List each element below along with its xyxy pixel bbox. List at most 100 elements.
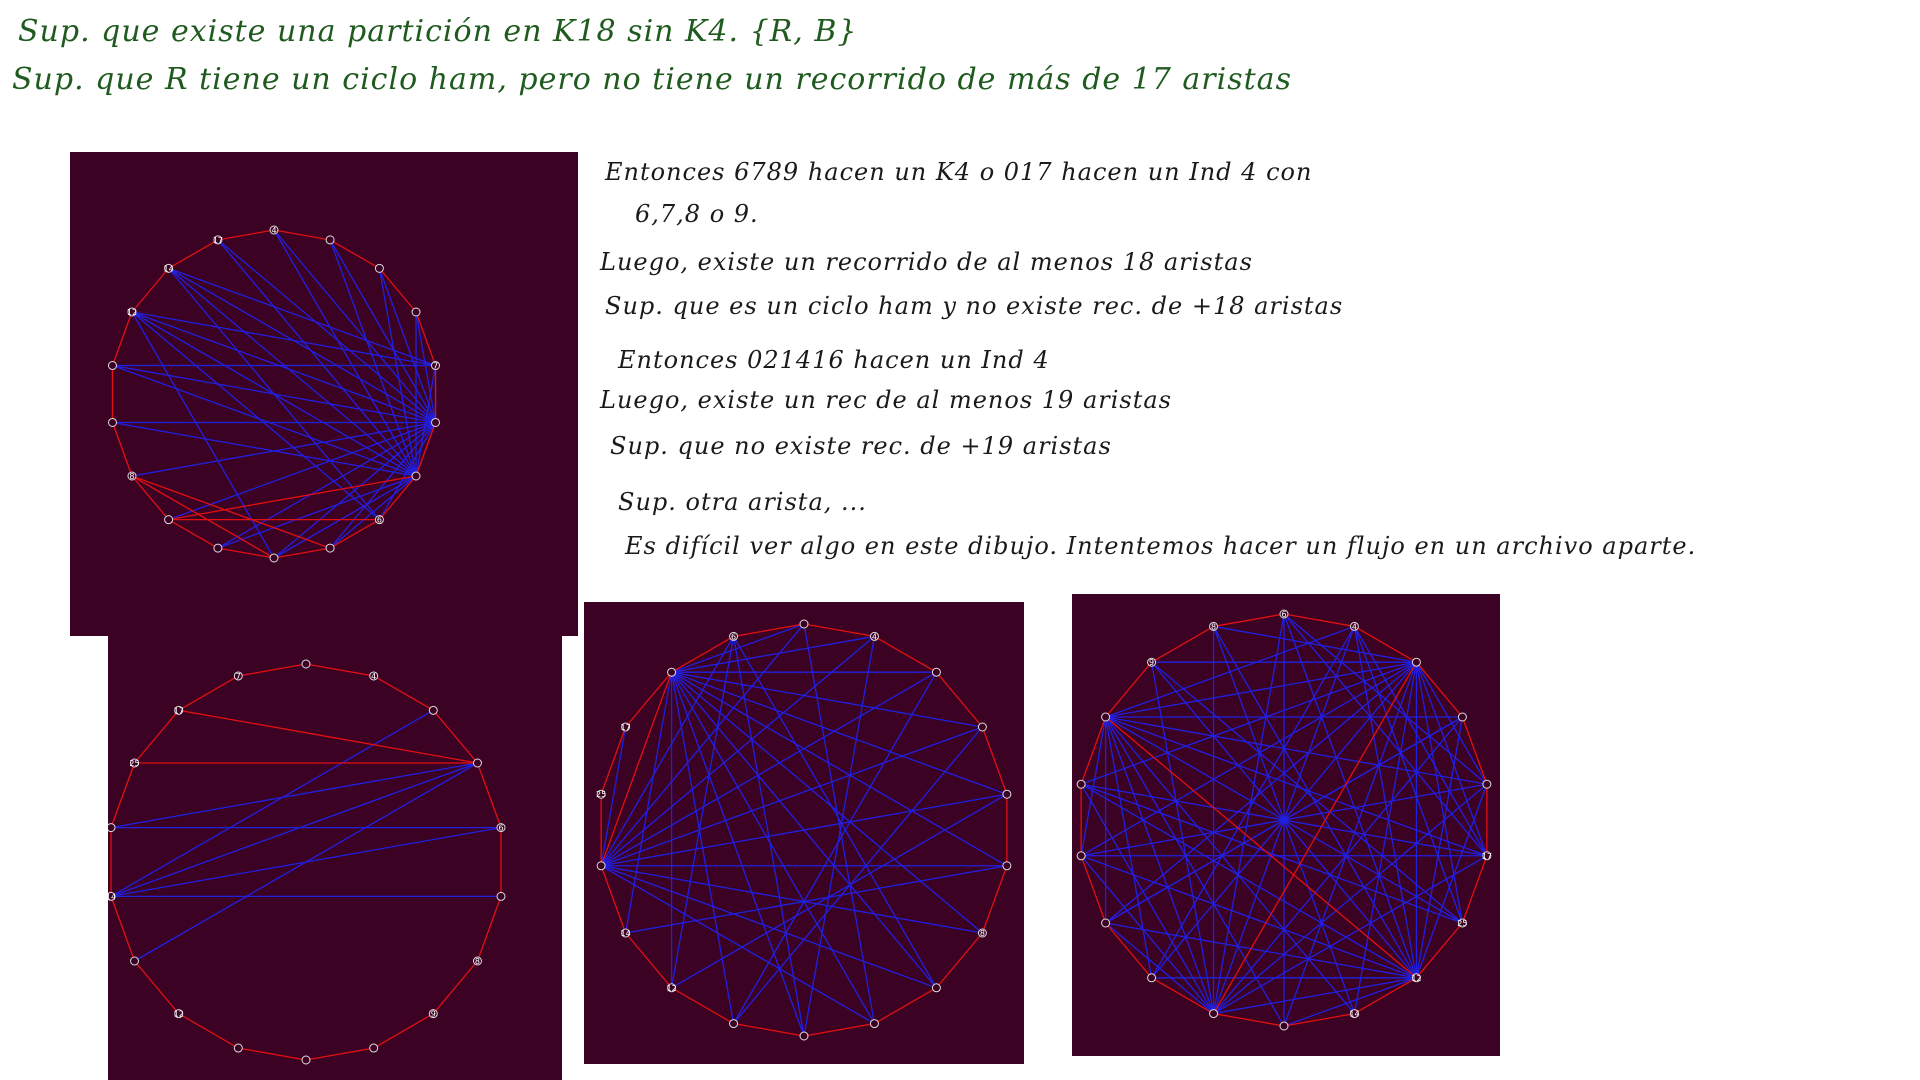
blue-edge	[1151, 661, 1463, 924]
red-edge	[935, 671, 983, 728]
vertex-label: 7	[433, 362, 438, 371]
graph-vertex	[130, 956, 140, 966]
red-edge	[217, 229, 275, 241]
red-edge	[178, 675, 239, 711]
blue-edge	[600, 865, 875, 1025]
blue-edge	[134, 762, 478, 962]
note-right-7: Sup. que no existe rec. de +19 aristas	[610, 432, 1112, 460]
graph-vertex	[1076, 851, 1086, 861]
blue-edge	[1105, 922, 1417, 979]
red-edge	[935, 932, 983, 989]
red-edge	[415, 422, 437, 477]
red-edge	[131, 475, 331, 549]
graph-vertex	[107, 361, 117, 371]
vertex-label: 4	[872, 632, 877, 641]
red-edge	[131, 475, 170, 521]
graph-vertex	[127, 307, 137, 317]
blue-edge	[1080, 783, 1463, 924]
vertex-label: 14	[1349, 1010, 1359, 1019]
graph-vertex	[164, 515, 174, 525]
graph-vertex	[411, 471, 421, 481]
graph-vertex	[799, 619, 809, 629]
blue-edge	[1080, 855, 1215, 1014]
blue-edge	[1353, 626, 1464, 924]
red-edge	[1151, 977, 1214, 1015]
red-edge	[1213, 1012, 1285, 1027]
blue-edge	[1105, 716, 1487, 785]
note-right-8: Sup. otra arista, ...	[618, 488, 867, 516]
blue-edge	[732, 636, 937, 989]
blue-edge	[733, 726, 983, 1024]
red-edge	[1080, 855, 1107, 924]
blue-edge	[601, 793, 1007, 867]
graph-vertex	[213, 543, 223, 553]
note-right-1: Entonces 6789 hacen un K4 o 017 hacen un…	[605, 158, 1313, 186]
graph-vertex	[1457, 712, 1467, 722]
vertex-label: 6	[731, 632, 736, 641]
blue-edge	[415, 311, 437, 423]
graph-vertex	[596, 789, 606, 799]
red-edge	[378, 475, 417, 521]
blue-edge	[131, 311, 436, 367]
graph-vertex	[369, 671, 379, 681]
blue-edge	[601, 865, 983, 934]
red-edge	[329, 519, 380, 549]
graph-vertex	[174, 705, 184, 715]
graph-vertex	[1349, 621, 1359, 631]
blue-edge	[1415, 784, 1488, 979]
blue-edge	[112, 421, 417, 477]
blue-edge	[168, 267, 380, 521]
vertex-label: 6	[377, 516, 382, 525]
graph-vertex	[729, 1019, 739, 1029]
vertex-label: 9	[1149, 658, 1154, 667]
red-edge	[378, 267, 417, 313]
graph-vertex	[431, 361, 441, 371]
vertex-label: 17	[621, 723, 631, 732]
blue-edge	[1213, 625, 1417, 663]
red-edge	[733, 623, 805, 638]
red-edge	[1415, 661, 1463, 718]
note-right-3: Luego, existe un recorrido de al menos 1…	[600, 248, 1253, 276]
graph-vertex	[1482, 779, 1492, 789]
blue-edge	[131, 311, 380, 521]
red-edge	[415, 311, 437, 366]
note-right-4: Sup. que es un ciclo ham y no existe rec…	[605, 292, 1344, 320]
vertex-label: 7	[236, 672, 241, 681]
red-edge	[874, 987, 937, 1025]
blue-edge	[671, 671, 1008, 795]
red-edge	[1080, 716, 1107, 785]
red-edge	[111, 311, 133, 366]
red-edge	[1283, 613, 1355, 628]
red-edge	[1213, 613, 1285, 628]
graph-vertex	[621, 722, 631, 732]
vertex-label: 14	[108, 892, 116, 901]
blue-edge	[112, 364, 417, 477]
red-edge	[1415, 922, 1463, 979]
blue-edge	[131, 311, 275, 559]
red-edge	[1283, 1012, 1355, 1027]
graph-vertex	[1147, 973, 1157, 983]
red-edge	[178, 709, 478, 764]
blue-edge	[1283, 661, 1418, 1027]
blue-edge	[600, 671, 937, 867]
note-right-6: Luego, existe un rec de al menos 19 aris…	[600, 386, 1172, 414]
red-edge	[110, 896, 136, 962]
blue-edge	[1283, 613, 1488, 857]
graph-vertex	[1209, 621, 1219, 631]
graph-vertex	[369, 1043, 379, 1053]
graph-vertex	[127, 471, 137, 481]
blue-edge	[600, 636, 735, 867]
red-edge	[168, 239, 219, 269]
red-edge	[111, 422, 133, 477]
note-right-2: 6,7,8 o 9.	[635, 200, 759, 228]
red-edge	[273, 547, 331, 559]
graph-vertex	[325, 543, 335, 553]
graph-vertex	[301, 1055, 311, 1065]
note-right-5: Entonces 021416 hacen un Ind 4	[618, 346, 1050, 374]
vertex-label: 6	[1281, 610, 1286, 619]
red-edge	[134, 709, 180, 764]
blue-edge	[329, 239, 437, 423]
vertex-label: 17	[213, 236, 223, 245]
vertex-label: 12	[1411, 974, 1421, 983]
